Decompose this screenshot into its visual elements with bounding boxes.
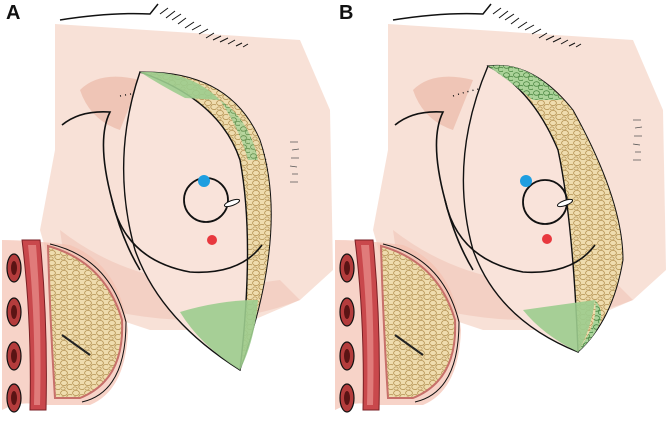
section-duct	[394, 334, 424, 356]
illustration-a	[2, 3, 333, 413]
flap-bottom-green	[523, 300, 595, 352]
cross-section	[2, 239, 128, 413]
axillary-hair	[289, 141, 300, 183]
muscle-highlight	[361, 245, 374, 405]
blue-marker	[520, 175, 532, 187]
hair-strokes	[159, 7, 249, 48]
breast-outline	[111, 199, 263, 274]
flap-green-edge	[220, 100, 258, 160]
panel-label: B	[339, 2, 354, 24]
breast-fat-section	[46, 244, 124, 399]
red-marker	[207, 235, 217, 245]
hair-strokes	[492, 7, 582, 48]
ribs	[6, 253, 22, 413]
arm-outline	[61, 110, 141, 271]
arm-outline	[394, 110, 474, 271]
flap-top-green	[140, 71, 220, 100]
axillary-hair	[632, 119, 643, 161]
breast-outline	[444, 199, 596, 274]
nipple-incision	[223, 198, 241, 208]
panel-b: B	[333, 0, 666, 428]
flap-green-rim	[578, 300, 602, 352]
panel-label: A	[6, 2, 21, 24]
shoulder-shadow	[80, 76, 140, 130]
flap-bottom-green	[180, 300, 258, 370]
flap	[122, 71, 272, 372]
section-skin-line	[49, 243, 127, 403]
section-duct	[61, 334, 91, 356]
section-skin-line	[382, 243, 460, 403]
flap	[462, 64, 624, 354]
shoulder-line	[392, 3, 492, 21]
shoulder-shadow	[413, 76, 473, 130]
breast-fat-section	[379, 244, 457, 399]
illustration-b	[335, 3, 666, 413]
flap-skin	[462, 65, 579, 354]
nipple-incision	[556, 198, 574, 208]
red-marker	[542, 234, 552, 244]
shoulder-line	[59, 3, 159, 21]
flap-top-green	[488, 65, 563, 100]
cross-section	[335, 239, 461, 413]
panel-a: A	[2, 2, 333, 413]
muscle-highlight	[28, 245, 41, 405]
blue-marker	[198, 175, 210, 187]
ribs	[339, 253, 355, 413]
